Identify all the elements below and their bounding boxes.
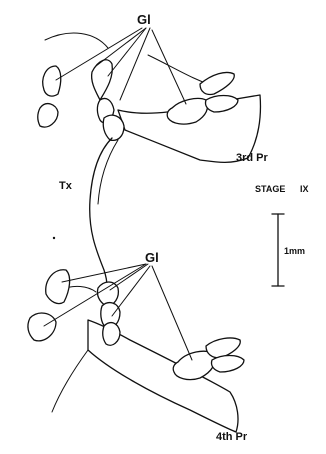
fourth-pouch-fold <box>52 350 88 412</box>
upper-left-contour <box>45 33 108 48</box>
upper-right-gland <box>167 98 207 124</box>
label-fourth-pouch: 4th Pr <box>216 431 248 443</box>
lower-left-gland <box>46 270 70 304</box>
upper-median-gland <box>92 60 113 100</box>
label-scale: 1mm <box>284 246 305 256</box>
stray-dot <box>53 237 55 239</box>
thymus-strand-inner <box>98 140 118 204</box>
lower-left-gland-tail <box>28 313 56 341</box>
label-third-pouch: 3rd Pr <box>236 152 269 164</box>
upper-right-gland-lobe <box>200 72 234 94</box>
label-stage: STAGE <box>255 184 285 194</box>
label-gl-upper: Gl <box>137 12 151 27</box>
scale-bar <box>272 214 284 286</box>
upper-median-gland-lower <box>103 115 124 140</box>
upper-right-gland-lobe-2 <box>205 96 238 113</box>
upper-gl-leaders <box>56 28 186 104</box>
lower-right-gland <box>173 351 215 379</box>
lower-right-gland-lobe <box>206 338 240 358</box>
lower-median-gland-3 <box>103 323 120 346</box>
label-stage-numeral: IX <box>300 184 309 194</box>
label-gl-lower: Gl <box>145 250 159 265</box>
label-tx: Tx <box>59 180 73 192</box>
upper-left-gland-tail <box>38 104 58 127</box>
lower-right-gland-lobe-2 <box>211 356 244 373</box>
upper-left-gland <box>43 66 61 96</box>
